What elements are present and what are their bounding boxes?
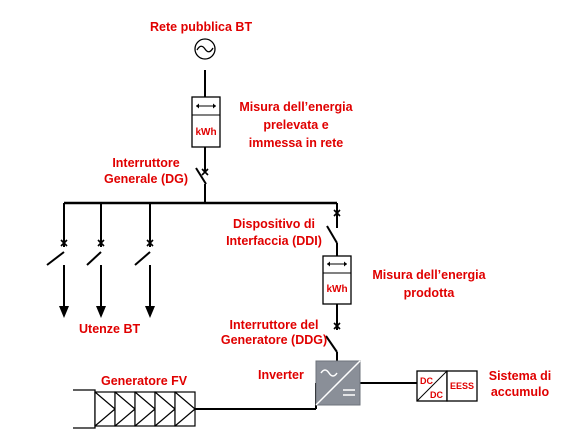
storage-label: Sistema di accumulo: [480, 368, 560, 400]
dcdc-label-bottom: DC: [430, 390, 443, 400]
production-meter-label-line2: prodotta: [403, 286, 455, 300]
eess-label: EESS: [450, 381, 474, 391]
sine-wave-icon: [320, 369, 338, 377]
ddg-label-line2: Generatore (DDG): [220, 333, 328, 347]
ddi-breaker-blade: [326, 225, 338, 244]
load-switch-3: [134, 251, 151, 266]
arrow-down-icon: [145, 306, 155, 318]
pv-panel: [94, 391, 116, 427]
pv-label: Generatore FV: [101, 374, 188, 388]
dg-label-line2: Generale (DG): [103, 172, 189, 186]
load-switch-1: [46, 251, 65, 266]
grid-ac-symbol: [194, 38, 216, 60]
load-arrows: [59, 306, 155, 318]
sine-wave-icon: [196, 45, 214, 53]
arrow-down-icon: [59, 306, 69, 318]
production-meter: kWh: [322, 255, 352, 305]
grid-meter: kWh: [191, 96, 221, 148]
load-switch-2: [86, 251, 102, 266]
dg-breaker-blade: [195, 167, 207, 185]
grid-meter-label: Misura dell’energia prelevata e immessa …: [226, 98, 366, 152]
storage-system: DC DC EESS: [416, 370, 478, 402]
arrow-down-icon: [96, 306, 106, 318]
pv-panels: [94, 391, 196, 427]
grid-meter-label-line2: prelevata e: [263, 118, 329, 132]
meter-unit-label: kWh: [195, 127, 216, 138]
dcdc-label-top: DC: [420, 376, 433, 386]
ddi-label: Dispositivo di Interfaccia (DDI): [218, 216, 330, 250]
ddi-label-line2: Interfaccia (DDI): [226, 234, 322, 248]
ddg-label: Interruttore del Generatore (DDG): [214, 318, 334, 348]
grid-meter-label-line1: Misura dell’energia: [239, 100, 353, 114]
dg-label-line1: Interruttore: [112, 156, 180, 170]
ddg-label-line1: Interruttore del: [229, 318, 319, 332]
cross-icon: [146, 239, 154, 247]
inverter-label: Inverter: [258, 368, 304, 382]
ddi-label-line1: Dispositivo di: [233, 217, 315, 231]
inverter-box: [315, 360, 361, 406]
meter-unit-label: kWh: [326, 284, 347, 295]
production-meter-label: Misura dell’energia prodotta: [354, 266, 504, 302]
storage-label-line2: accumulo: [490, 385, 550, 399]
pv-panel: [114, 391, 136, 427]
grid-label: Rete pubblica BT: [150, 20, 253, 34]
loads-label: Utenze BT: [79, 322, 141, 336]
cross-icon: [333, 209, 341, 217]
cross-icon: [201, 168, 209, 176]
pv-panel: [134, 391, 156, 427]
dg-label: Interruttore Generale (DG): [96, 155, 196, 187]
pv-panel: [154, 391, 176, 427]
cross-icon: [60, 239, 68, 247]
breaker-marks: [60, 168, 341, 330]
cross-icon: [333, 322, 341, 330]
pv-frame: [73, 389, 96, 429]
cross-icon: [97, 239, 105, 247]
ddg-breaker-blade: [325, 335, 338, 353]
storage-label-line1: Sistema di: [488, 369, 552, 383]
grid-meter-label-line3: immessa in rete: [248, 136, 344, 150]
pv-panel: [174, 391, 196, 427]
eess-battery: [446, 370, 478, 402]
production-meter-label-line1: Misura dell’energia: [372, 268, 486, 282]
